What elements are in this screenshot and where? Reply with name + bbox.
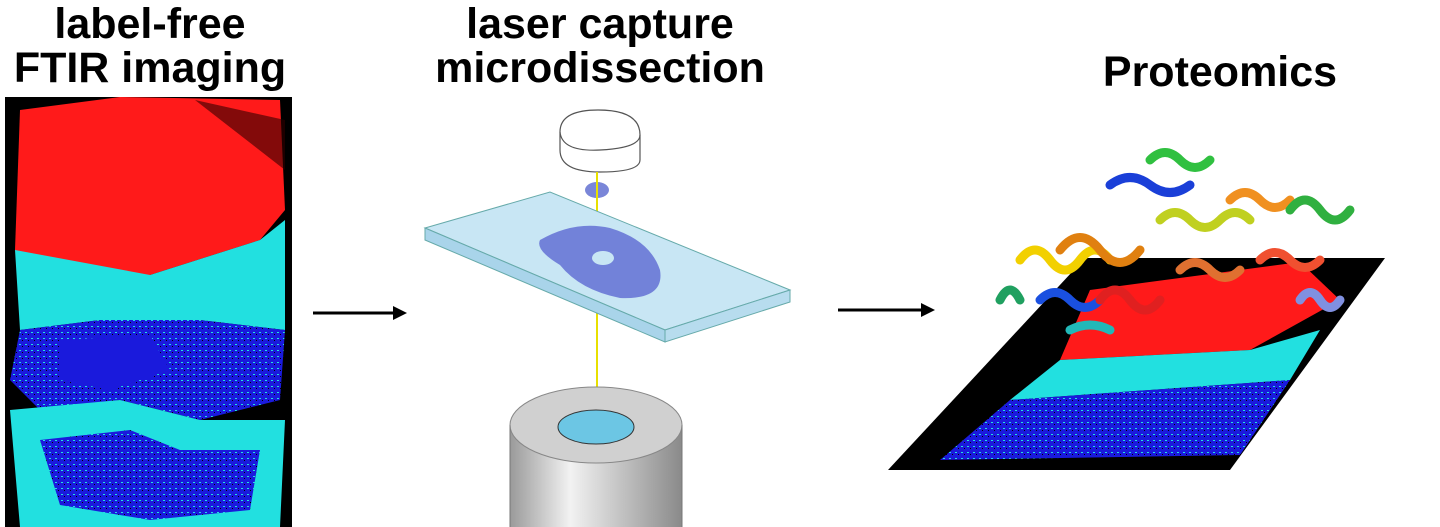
- title-line: microdissection: [435, 44, 765, 92]
- arrow-2: [838, 303, 935, 317]
- title-line: Proteomics: [1102, 48, 1338, 96]
- objective-lens: [509, 386, 683, 527]
- collection-cap: [559, 109, 641, 173]
- proteomics-title: Proteomics: [1060, 50, 1380, 94]
- tilted-ftir-image: [888, 258, 1385, 470]
- glass-slide: [423, 191, 792, 343]
- protein-structure: [995, 148, 1355, 335]
- title-line: label-free: [54, 0, 246, 48]
- title-line: FTIR imaging: [13, 44, 287, 92]
- ftir-image: [5, 97, 292, 527]
- ftir-title: label-free FTIR imaging: [0, 2, 300, 90]
- lcm-title: laser capture microdissection: [420, 2, 780, 90]
- arrow-1: [313, 306, 407, 320]
- title-line: laser capture: [466, 0, 734, 48]
